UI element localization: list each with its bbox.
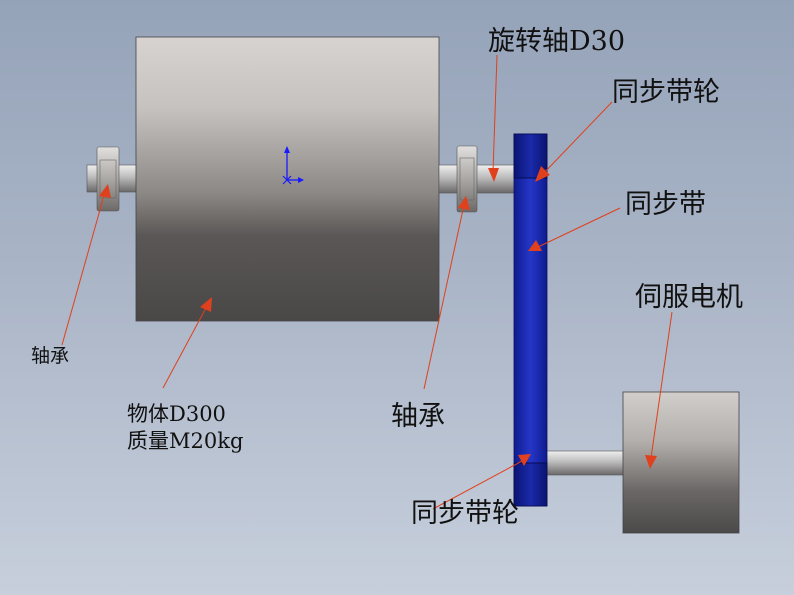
label-servo-motor: 伺服电机 bbox=[635, 282, 743, 313]
sync-belt bbox=[513, 133, 548, 507]
arrow-bearing-left bbox=[99, 184, 111, 198]
label-sync-pulley-top: 同步带轮 bbox=[612, 77, 720, 108]
leader-lines bbox=[61, 54, 673, 510]
leader-bearing-right bbox=[423, 204, 465, 390]
leader-sync-pulley-top bbox=[540, 101, 613, 177]
leader-sync-belt bbox=[537, 207, 621, 248]
arrow-sync-belt bbox=[528, 240, 542, 251]
left-bearing-core bbox=[99, 159, 117, 199]
leader-rotating-shaft bbox=[492, 54, 498, 173]
right-bearing bbox=[456, 145, 478, 213]
motor-shaft bbox=[545, 450, 625, 476]
leader-sync-pulley-bottom bbox=[432, 459, 525, 510]
arrow-sync-pulley-bottom bbox=[518, 454, 531, 466]
sync-pulley-bottom bbox=[513, 462, 548, 507]
servo-motor-body bbox=[622, 391, 740, 534]
arrow-object bbox=[200, 297, 212, 312]
leader-bearing-left bbox=[61, 191, 106, 346]
leader-object bbox=[162, 305, 208, 389]
left-bearing bbox=[96, 146, 120, 212]
arrow-servo-motor bbox=[645, 455, 657, 469]
label-object-info: 物体D300 质量M20kg bbox=[127, 401, 243, 456]
right-shaft bbox=[438, 164, 518, 194]
label-bearing-right: 轴承 bbox=[391, 401, 445, 432]
label-object-diameter: 物体D300 bbox=[127, 402, 226, 426]
label-rotating-shaft: 旋转轴D30 bbox=[488, 26, 626, 57]
label-bearing-left: 轴承 bbox=[31, 345, 70, 367]
label-sync-belt: 同步带 bbox=[625, 189, 706, 220]
arrow-rotating-shaft bbox=[488, 168, 499, 182]
leader-servo-motor bbox=[650, 311, 673, 459]
arrow-bearing-right bbox=[458, 196, 470, 210]
label-sync-pulley-bottom: 同步带轮 bbox=[411, 498, 519, 529]
label-object-mass: 质量M20kg bbox=[127, 429, 244, 454]
coordinate-triad-icon bbox=[282, 146, 304, 185]
arrow-sync-pulley-top bbox=[535, 166, 550, 182]
